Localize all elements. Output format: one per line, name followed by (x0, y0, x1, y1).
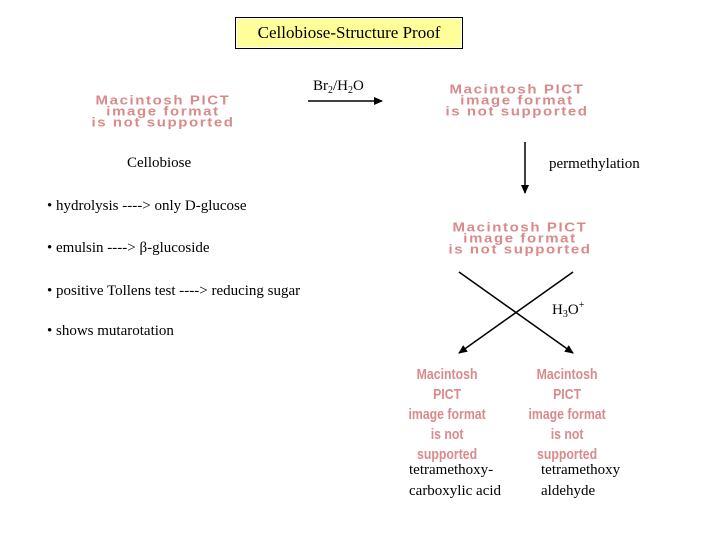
hydrolysis-arrow-right (458, 271, 574, 354)
cellobiose-label: Cellobiose (127, 155, 192, 171)
acid-product-label: tetramethoxy- carboxylic acid (409, 462, 502, 499)
bullet-hydrolysis: • hydrolysis ----> only D-glucose (47, 198, 247, 214)
permethylation-label: permethylation (549, 156, 640, 172)
aldehyde-product-label: tetramethoxy aldehyde (541, 462, 621, 499)
permethylated-product-placeholder: Macintosh PICT image format is not suppo… (448, 220, 592, 257)
page-title: Cellobiose-Structure Proof (235, 17, 463, 49)
cellobiose-structure-placeholder: Macintosh PICT image format is not suppo… (91, 93, 235, 130)
oxidation-product-placeholder: Macintosh PICT image format is not suppo… (445, 82, 589, 119)
bullet-tollens: • positive Tollens test ----> reducing s… (47, 283, 301, 299)
hydronium-reagent: H3O+ (552, 300, 585, 320)
bullet-mutarotation: • shows mutarotation (47, 323, 174, 339)
acid-product-placeholder: Macintosh PICT image format is not suppo… (408, 366, 486, 463)
bullet-emulsin: • emulsin ----> β-glucoside (47, 240, 210, 256)
aldehyde-product-placeholder: Macintosh PICT image format is not suppo… (528, 366, 606, 463)
bromine-water-reagent: Br2/H2O (313, 78, 364, 96)
